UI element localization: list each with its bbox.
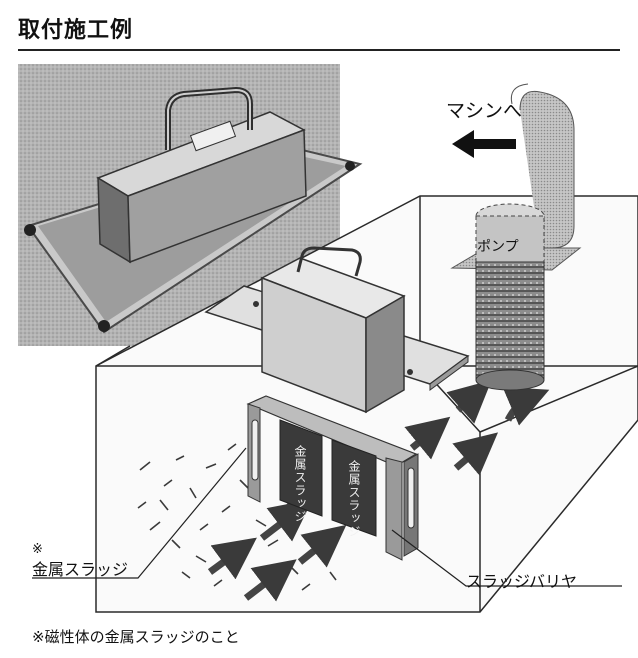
sludge-barrier-unit: [204, 246, 470, 561]
page-title: 取付施工例: [18, 18, 134, 43]
barrier-label: スラッジバリヤ: [466, 572, 578, 591]
magnet-label-2: 金属スラッジ: [347, 460, 361, 538]
flow-arrows: [207, 380, 550, 602]
callout-lines: [32, 447, 622, 587]
pump: [450, 83, 582, 391]
machine-arrow: [452, 130, 516, 158]
sludge-label: 金属スラッジ: [32, 560, 129, 579]
sludge-note-mark: ※: [32, 542, 43, 557]
magnet-label-1: 金属スラッジ: [293, 445, 307, 523]
machine-label: マシンへ: [446, 100, 523, 122]
pump-label: ポンプ: [477, 239, 519, 255]
title-divider: [18, 49, 620, 51]
footnote: ※磁性体の金属スラッジのこと: [32, 628, 240, 646]
